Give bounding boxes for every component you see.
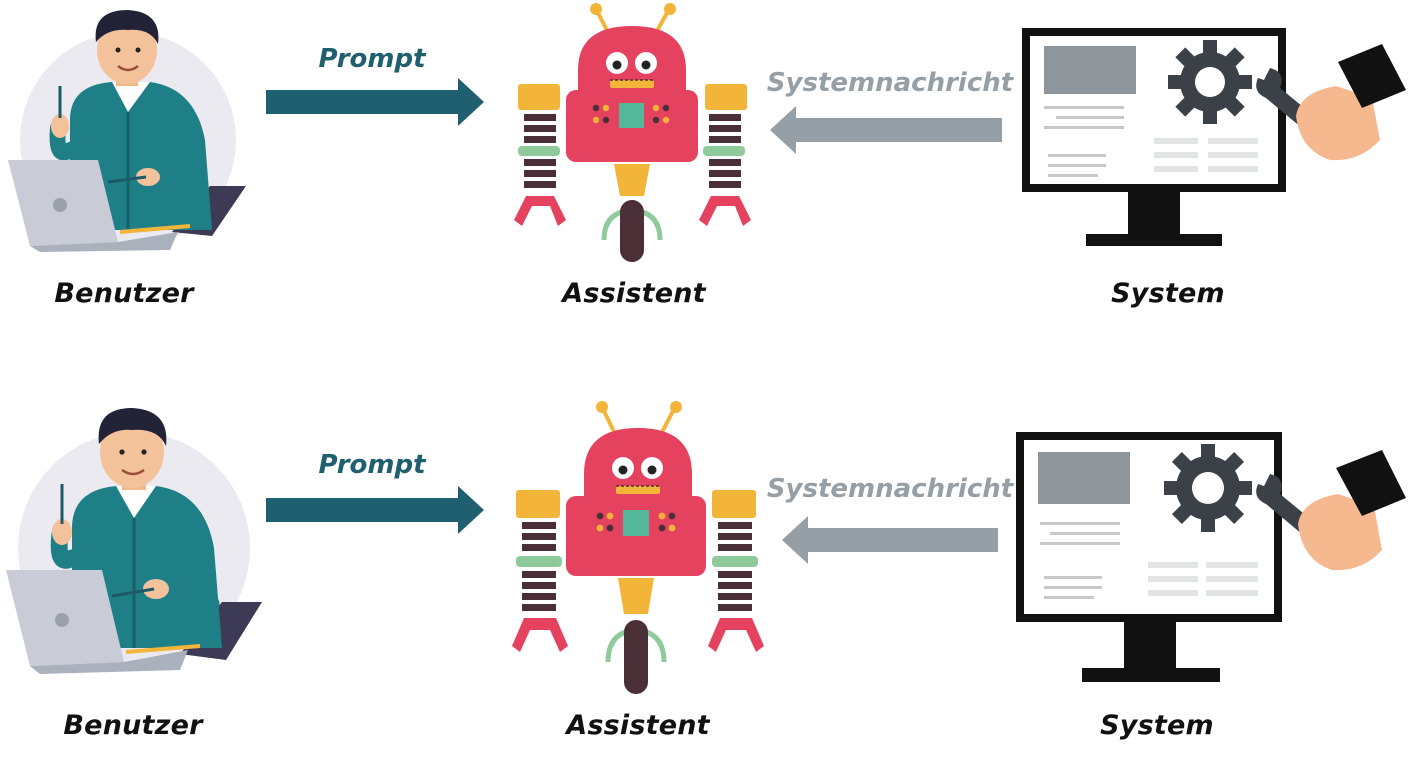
system-message-arrow [770, 106, 1002, 154]
diagram-art [6, 401, 1406, 694]
diagram-row: Benutzer Assistent System Prompt Systemn… [0, 400, 1408, 784]
monitor-illustration [1022, 28, 1406, 246]
actor-label-assistant: Assistent [562, 278, 706, 309]
system-message-arrow [782, 516, 998, 564]
system-message-arrow-label: Systemnachricht [766, 68, 1014, 98]
prompt-arrow [266, 486, 484, 534]
actor-label-assistant: Assistent [566, 710, 710, 741]
monitor-illustration [1016, 432, 1406, 682]
diagram-row: Benutzer Assistent System Prompt Systemn… [0, 0, 1408, 384]
actor-label-user: Benutzer [63, 710, 203, 741]
actor-label-system: System [1100, 710, 1214, 741]
actor-label-user: Benutzer [54, 278, 194, 309]
system-message-arrow-label: Systemnachricht [766, 474, 1014, 504]
prompt-arrow [266, 78, 484, 126]
robot-illustration [512, 401, 764, 694]
robot-illustration [514, 3, 751, 262]
diagram-art [8, 3, 1406, 262]
user-illustration [8, 10, 246, 252]
actor-label-system: System [1111, 278, 1225, 309]
user-illustration [6, 408, 262, 674]
prompt-arrow-label: Prompt [318, 450, 426, 480]
prompt-arrow-label: Prompt [318, 44, 426, 74]
